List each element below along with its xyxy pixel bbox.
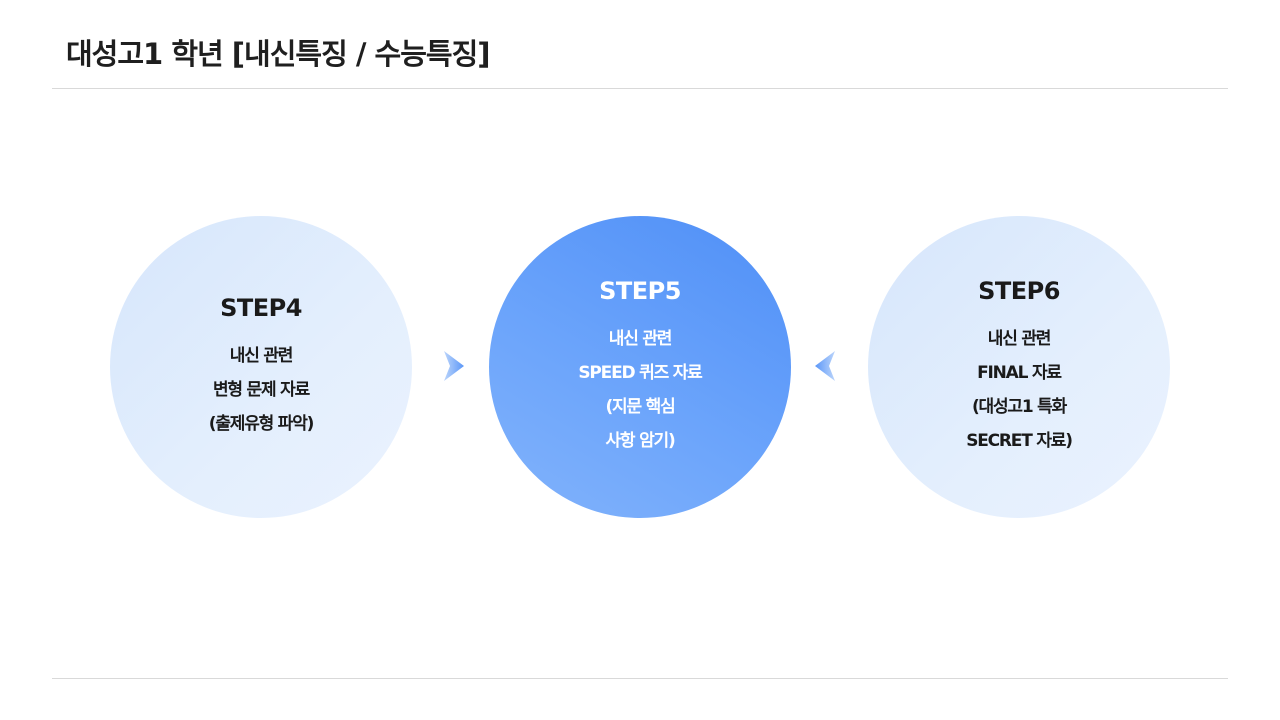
- step-4-line-3: (출제유형 파악): [208, 414, 315, 434]
- step-5-line-1: 내신 관련: [608, 329, 673, 349]
- step-5-line-2: SPEED 퀴즈 자료: [578, 363, 702, 383]
- step-6-line-4: SECRET 자료): [966, 431, 1073, 451]
- chevron-left-icon: [815, 351, 835, 381]
- step-5-line-3: (지문 핵심: [605, 397, 675, 417]
- step-4-title: STEP4: [220, 294, 302, 322]
- step-5-circle: STEP5 내신 관련 SPEED 퀴즈 자료 (지문 핵심 사항 암기): [489, 216, 791, 518]
- step-6-line-1: 내신 관련: [987, 329, 1052, 349]
- step-6-line-3: (대성고1 특화: [971, 397, 1067, 417]
- step-4-line-2: 변형 문제 자료: [212, 380, 310, 400]
- step-5-line-4: 사항 암기): [605, 431, 675, 451]
- header-divider: [52, 88, 1228, 89]
- step-6-title: STEP6: [978, 277, 1060, 305]
- chevron-right-icon: [444, 351, 464, 381]
- step-4-circle: STEP4 내신 관련 변형 문제 자료 (출제유형 파악): [110, 216, 412, 518]
- footer-divider: [52, 678, 1228, 679]
- step-5-title: STEP5: [599, 277, 681, 305]
- step-6-line-2: FINAL 자료: [977, 363, 1062, 383]
- step-6-circle: STEP6 내신 관련 FINAL 자료 (대성고1 특화 SECRET 자료): [868, 216, 1170, 518]
- page-title: 대성고1 학년 [내신특징 / 수능특징]: [66, 37, 491, 71]
- step-4-line-1: 내신 관련: [229, 346, 294, 366]
